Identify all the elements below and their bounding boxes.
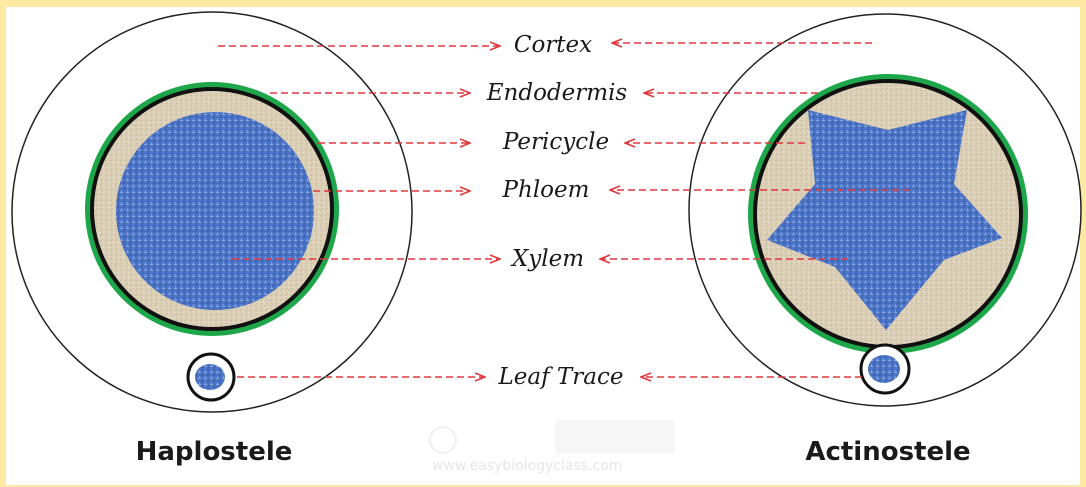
watermark-text: www.easybiologyclass.com (432, 458, 622, 474)
haplostele-diagram (12, 12, 412, 412)
label-phloem: Phloem (503, 177, 590, 203)
haplostele-xylem (116, 112, 314, 310)
actinostele-diagram (689, 14, 1081, 406)
actinostele-leaf-trace-core (868, 355, 900, 383)
label-endodermis: Endodermis (487, 80, 627, 106)
watermark-logo (430, 420, 675, 454)
label-cortex: Cortex (514, 32, 592, 58)
caption-haplostele: Haplostele (136, 437, 293, 467)
haplostele-leaf-trace-core (195, 364, 225, 390)
label-pericycle: Pericycle (503, 129, 609, 155)
label-xylem: Xylem (512, 246, 584, 272)
label-leaf-trace: Leaf Trace (499, 364, 624, 390)
caption-actinostele: Actinostele (805, 437, 970, 467)
copyright-icon (430, 427, 456, 453)
ebc-logo-icon (555, 420, 675, 454)
